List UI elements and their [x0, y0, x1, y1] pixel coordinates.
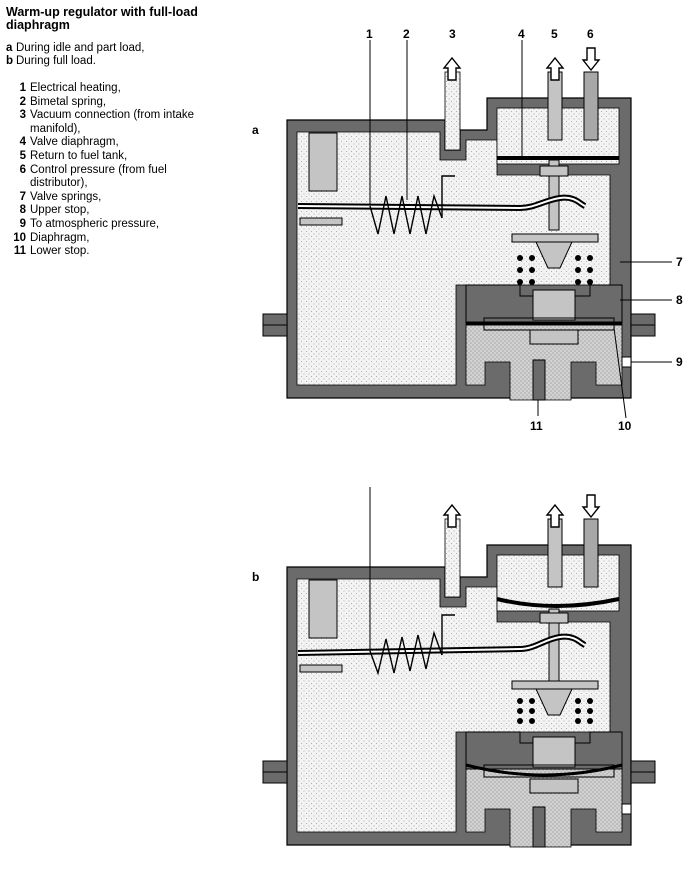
legend-text: Valve diaphragm,	[30, 136, 119, 149]
legend-item: 8 Upper stop,	[6, 204, 206, 218]
callout-6: 6	[587, 27, 594, 41]
legend-item: 6 Control pressure (from fuel distributor…	[6, 164, 206, 191]
legend-number: 10	[13, 231, 26, 244]
mode-key: a	[6, 42, 13, 54]
callout-numbers: 1 2 3 4 5 6 7 8 9 10 11	[366, 27, 683, 433]
legend-item: 10 Diaphragm,	[6, 232, 206, 246]
legend-item: 11 Lower stop.	[6, 245, 206, 259]
mode-text: During full load.	[16, 55, 96, 67]
figure-caption: Warm-up regulator with full-load diaphra…	[6, 6, 206, 259]
callout-5: 5	[551, 27, 558, 41]
callout-1: 1	[366, 27, 373, 41]
main-chamber	[296, 578, 611, 833]
electrical-heating	[308, 132, 338, 192]
lower-stop	[532, 359, 546, 401]
legend-number: 4	[19, 136, 26, 149]
atmospheric-vent	[621, 803, 632, 815]
callout-11: 11	[530, 419, 543, 433]
legend-item: 3 Vacuum connection (from intake manifold…	[6, 109, 206, 136]
electrical-heating	[308, 579, 338, 639]
callout-3: 3	[449, 27, 456, 41]
legend-item: 7 Valve springs,	[6, 191, 206, 205]
callout-9: 9	[676, 355, 683, 369]
legend-number: 8	[19, 204, 26, 217]
legend-text: Lower stop.	[30, 245, 90, 258]
legend-number: 9	[19, 217, 26, 230]
legend-text: Bimetal spring,	[30, 95, 107, 108]
caption-title: Warm-up regulator with full-load diaphra…	[6, 5, 198, 32]
control-pressure-pipe	[583, 518, 599, 588]
valve-springs	[511, 233, 599, 285]
lower-stop	[532, 806, 546, 848]
legend-text: Diaphragm,	[30, 231, 90, 244]
mode-list: a During idle and part load, b During fu…	[6, 42, 206, 68]
valve-diaphragm	[496, 597, 620, 608]
atmospheric-vent	[621, 356, 632, 368]
legend-item: 1 Electrical heating,	[6, 82, 206, 96]
callout-7: 7	[676, 255, 683, 269]
diagram-b-label: b	[252, 570, 259, 584]
legend-number: 3	[19, 109, 26, 122]
return-pipe	[547, 71, 563, 141]
diagram-b: b	[252, 487, 656, 848]
return-pipe	[547, 518, 563, 588]
callout-8: 8	[676, 293, 683, 307]
legend-item: 5 Return to fuel tank,	[6, 150, 206, 164]
legend-item: 4 Valve diaphragm,	[6, 136, 206, 150]
callout-leaders	[369, 40, 672, 419]
callout-10: 10	[618, 419, 632, 433]
legend-text: Vacuum connection (from intake manifold)…	[30, 109, 195, 135]
legend-text: Control pressure (from fuel distributor)…	[30, 163, 167, 190]
control-pressure-pipe	[583, 71, 599, 141]
main-chamber	[296, 131, 611, 386]
legend-text: Upper stop,	[30, 204, 90, 217]
legend-text: Valve springs,	[30, 190, 102, 203]
legend-item: 9 To atmospheric pressure,	[6, 218, 206, 232]
legend-text: To atmospheric pressure,	[30, 217, 160, 230]
legend-number: 11	[13, 245, 26, 258]
legend-text: Return to fuel tank,	[30, 149, 128, 162]
legend-number: 6	[19, 163, 26, 176]
diagram-a: a	[252, 27, 683, 433]
legend-item: 2 Bimetal spring,	[6, 96, 206, 110]
callout-4: 4	[518, 27, 525, 41]
valve-springs	[511, 680, 599, 724]
legend-number: 2	[19, 95, 26, 108]
legend-number: 1	[19, 82, 26, 94]
callout-2: 2	[403, 27, 410, 41]
mode-key: b	[6, 55, 14, 67]
legend-text: Electrical heating,	[30, 82, 121, 94]
mode-text: During idle and part load,	[16, 42, 145, 54]
mode-item-b: b During full load.	[6, 55, 206, 68]
legend-number: 5	[19, 149, 26, 162]
mode-item-a: a During idle and part load,	[6, 42, 206, 55]
diagram-a-label: a	[252, 123, 259, 137]
legend-number: 7	[19, 190, 26, 203]
